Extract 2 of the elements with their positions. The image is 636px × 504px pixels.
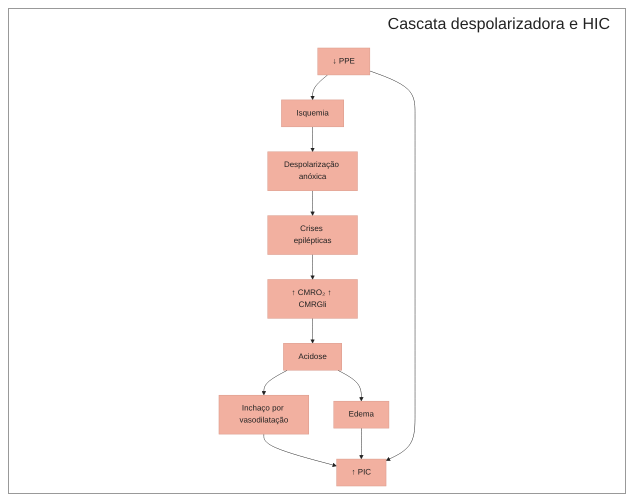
diagram-title: Cascata despolarizadora e HIC bbox=[388, 16, 610, 34]
arrow bbox=[310, 318, 315, 344]
